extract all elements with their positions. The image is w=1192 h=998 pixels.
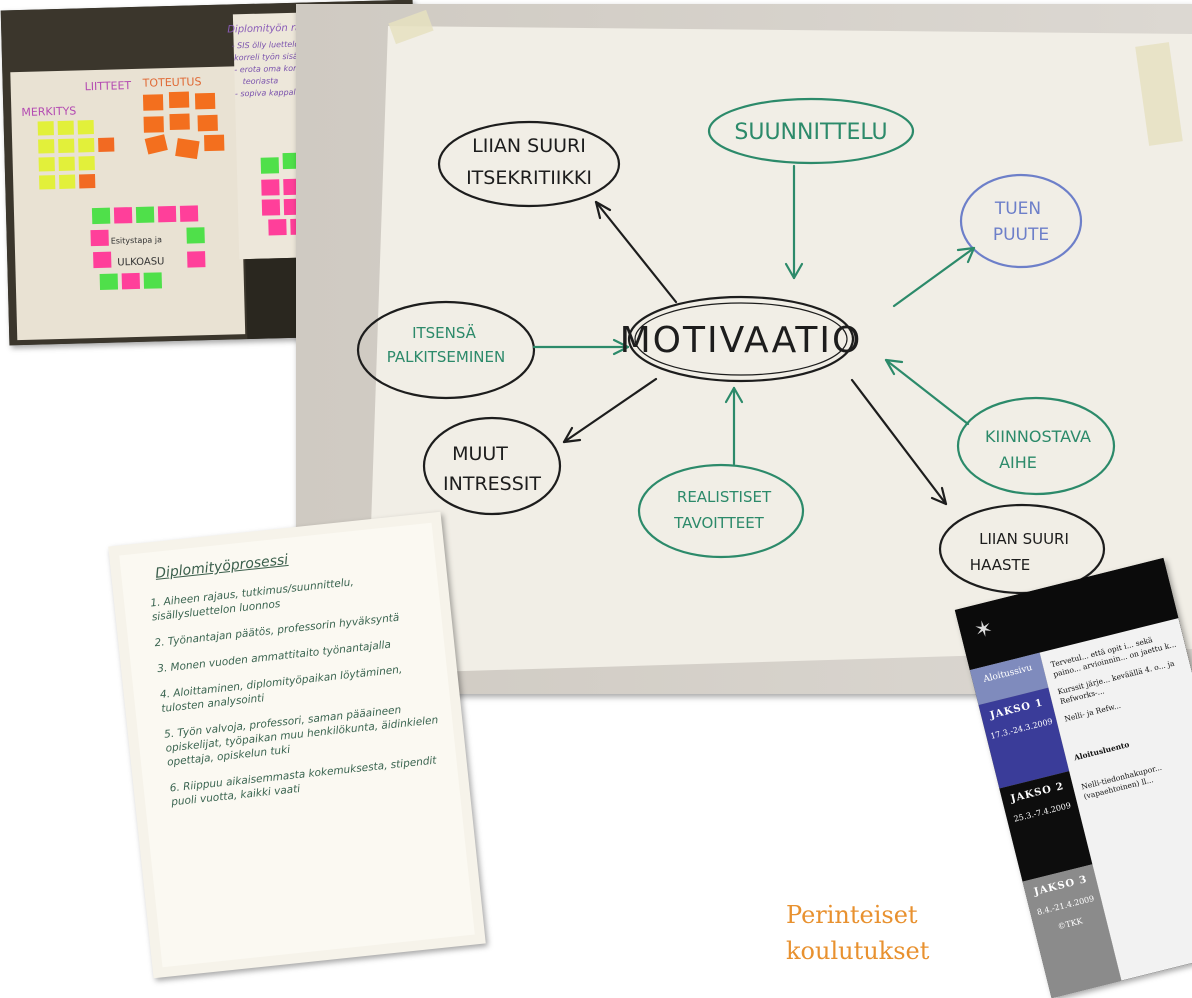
center-ellipse [627,295,855,383]
mindmap-paper [366,26,1192,674]
content-link[interactable]: Nelli-tiedonhakupor... (vapaehtoinen) ll… [1080,762,1163,802]
node-ellipse-muut-intressit [422,416,562,516]
arrow-from-realistiset [724,386,744,466]
bottom-label-1: Esitystapa ja [111,235,162,245]
heading-merkitys: MERKITYS [21,105,76,119]
tape-strip [1135,42,1183,146]
node-ellipse-realistiset [637,463,805,559]
node-realistiset-line1: REALISTISET [677,488,772,506]
center-label: MOTIVAATIO [620,320,863,361]
node-tuen-line2: PUUTE [993,225,1049,245]
sheet-line-1: - SIS ölly luettelon pituus [232,39,332,51]
tape-strip [388,9,434,45]
sticky-notes-orange [142,91,225,160]
node-ellipse-suunnittelu [707,97,915,165]
sheet-line-5: - sopiva kappaleja ko [235,87,320,98]
arrow-to-haaste [850,378,948,506]
sticky-notes-orange-small [79,137,115,189]
node-tuen-line1: TUEN [994,199,1041,219]
node-haaste-line2: HAASTE [970,556,1030,574]
node-muut-line1: MUUT [452,443,508,465]
tkk-logo-icon: ✶ [971,615,996,645]
node-haaste-line1: LIIAN SUURI [979,530,1069,548]
content-heading: Aloitusluento [1073,739,1131,763]
node-kiinnostava-line2: AIHE [999,453,1037,472]
arrow-from-suunnittelu [784,164,804,280]
arrow-from-kiinnostava [884,358,970,426]
arrow-to-tuen-puute [892,246,976,308]
node-itsekritiikki-line1: LIIAN SUURI [472,135,586,157]
website-screen-photo: ✶ Aloitussivu JAKSO 1 17.3.-24.3.2009 JA… [954,557,1192,998]
arrow-from-itsensa [532,338,630,356]
nav-aloitussivu-label: Aloitussivu [982,663,1034,685]
sticky-notes-yellow [37,120,95,190]
caption: Perinteiset koulutukset [786,897,929,969]
paper-sheet-left [10,66,246,341]
sheet-line-3: - erota oma kontribuutio [234,63,332,75]
node-kiinnostava-line1: KIINNOSTAVA [985,427,1091,446]
node-muut-line2: INTRESSIT [443,473,541,495]
sticky-notes-bottom [90,205,206,290]
heading-toteutus: TOTEUTUS [141,75,201,90]
node-ellipse-itsekritiikki [437,120,621,208]
sheet-line-4: teoriasta [243,76,279,86]
bottom-label-2: ULKOASU [117,256,164,268]
process-list-paper: Diplomityöprosessi 1. Aiheen rajaus, tut… [119,522,475,968]
arrow-to-itsekritiikki [594,200,678,304]
node-itsensa-line1: ITSENSÄ [412,323,477,342]
caption-line-1: Perinteiset [786,901,918,929]
node-itsensa-line2: PALKITSEMINEN [387,348,505,366]
node-suunnittelu: SUUNNITTELU [734,120,887,145]
heading-liitteet: LIITTEET [85,79,132,93]
arrow-to-muut-intressit [562,377,658,444]
node-ellipse-kiinnostava [956,396,1116,496]
node-realistiset-line2: TAVOITTEET [673,514,765,532]
caption-line-2: koulutukset [786,937,930,965]
node-itsekritiikki-line2: ITSEKRITIIKKI [466,167,592,189]
sheet-line-2: korreli työn sisällön [234,51,312,62]
process-list-photo: Diplomityöprosessi 1. Aiheen rajaus, tut… [108,511,486,979]
node-ellipse-tuen-puute [959,173,1083,269]
node-ellipse-itsensa [356,300,536,400]
